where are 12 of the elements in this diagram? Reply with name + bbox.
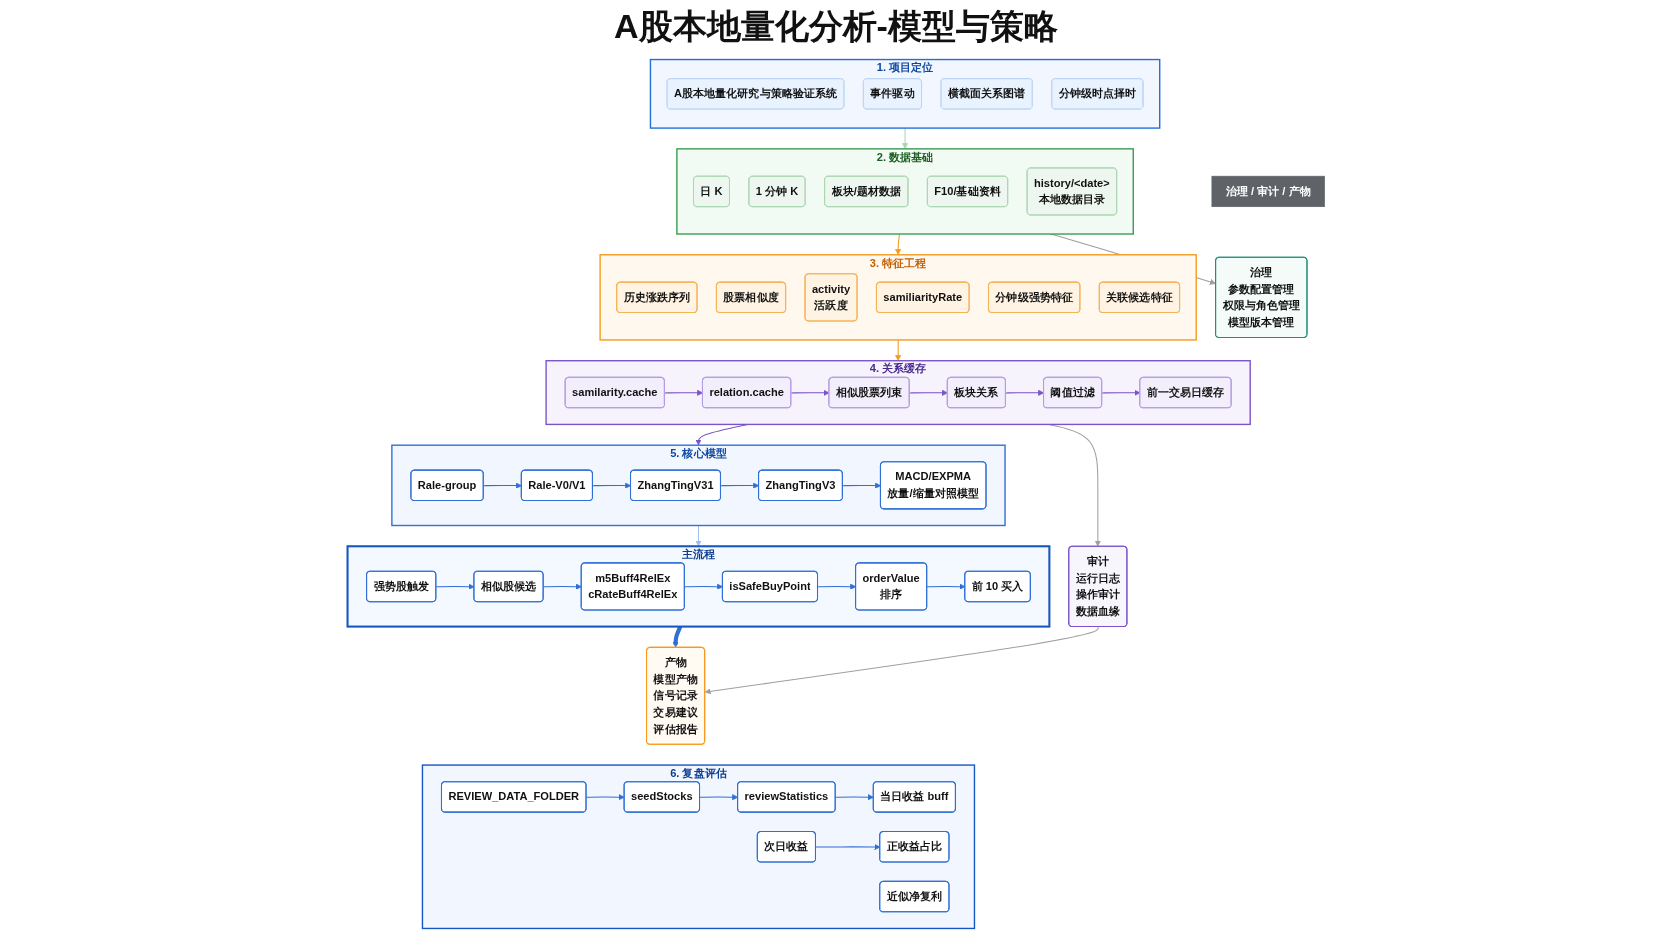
arrow <box>909 389 948 396</box>
arrow <box>835 794 874 801</box>
node-box: 治理 / 审计 / 产物 <box>1211 175 1325 207</box>
arrow <box>902 127 909 150</box>
arrow <box>895 339 902 361</box>
arrow <box>695 525 702 547</box>
arrow <box>483 482 522 489</box>
arrow <box>585 794 625 801</box>
arrow <box>895 233 902 256</box>
diagram-title: A股本地量化分析-模型与策略 <box>614 6 1058 47</box>
arrow <box>704 626 1099 695</box>
arrow <box>684 583 723 590</box>
